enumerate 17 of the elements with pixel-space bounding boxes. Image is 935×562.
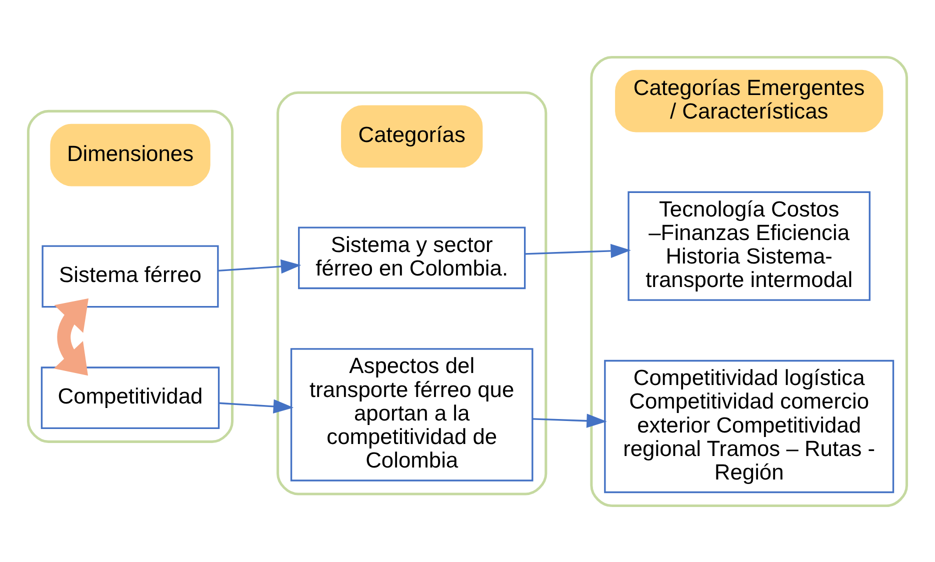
cluster <box>26 109 234 442</box>
node-box: Tecnología Costos –Finanzas Eficiencia Historia Sistema- transporte intermodal <box>628 190 870 300</box>
node-box: Aspectos del transporte férreo que aportan a la competitividad de Colombia <box>290 348 534 481</box>
arrow <box>218 258 302 274</box>
node-box: Categorías <box>341 104 483 168</box>
cluster <box>276 90 548 495</box>
node-box: Competitividad <box>40 366 220 429</box>
arrow <box>54 298 89 376</box>
node-box: Dimensiones <box>50 123 210 186</box>
arrow <box>219 398 294 413</box>
cluster <box>590 55 908 507</box>
node-box: Competitividad logística Competitividad comercio exterior Competitividad regional Tramos – Rutas - Región <box>604 359 894 493</box>
arrow <box>532 413 607 428</box>
node-box: Sistema férreo <box>42 244 219 308</box>
node-box: Sistema y sector férreo en Colombia. <box>298 226 526 289</box>
arrow <box>525 243 631 258</box>
node-box: Categorías Emergentes / Características <box>615 69 884 132</box>
